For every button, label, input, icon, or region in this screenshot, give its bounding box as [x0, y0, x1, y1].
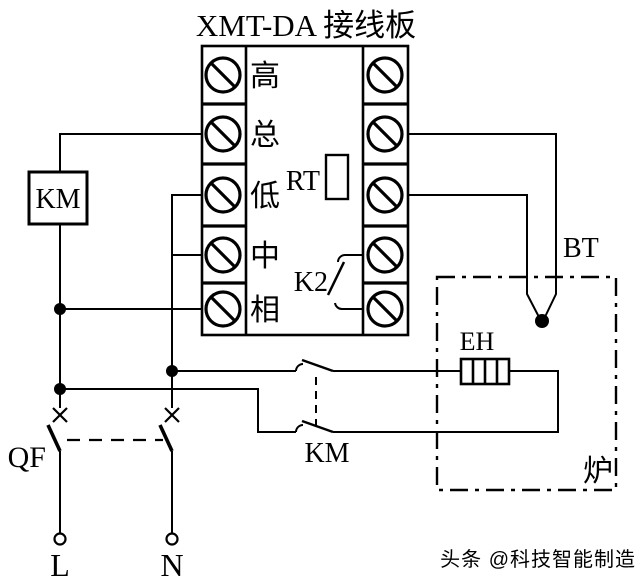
km-contacts-label: KM — [304, 438, 349, 469]
k2-upper-stub — [337, 254, 363, 263]
k2-label: K2 — [294, 267, 328, 298]
terminal-label-middle: 中 — [250, 240, 280, 273]
furnace-label: 炉 — [583, 455, 613, 488]
km-upper-contact-blade — [301, 358, 334, 373]
n-terminal-label: N — [160, 547, 183, 579]
km-coil-label: KM — [35, 184, 80, 215]
junction-dot — [54, 383, 66, 395]
l-terminal-label: L — [50, 547, 70, 579]
terminal-label-low: 低 — [250, 180, 280, 213]
qf-label: QF — [8, 441, 46, 474]
km-lower-contact-hook — [295, 424, 304, 433]
rt-resistor: RT — [286, 153, 350, 201]
bt-thermocouple: BT — [535, 233, 599, 328]
terminal-label-common: 总 — [250, 119, 280, 152]
terminal-screw-icon — [366, 176, 404, 214]
eh-heater: EH — [460, 327, 511, 386]
junction-dot — [166, 365, 178, 377]
rt-label: RT — [286, 166, 320, 197]
furnace: 炉 — [435, 275, 618, 492]
wire-km-coil-top — [59, 133, 202, 172]
terminal-label-high: 高 — [250, 60, 280, 93]
terminal-label-phase: 相 — [250, 294, 280, 327]
qf-contact-cross-icon — [52, 407, 180, 423]
qf-right-blade — [158, 424, 174, 452]
k2-blade — [326, 261, 346, 296]
terminal-separators — [202, 102, 408, 285]
terminal-screw-icon — [366, 115, 404, 153]
terminal-screw-icon — [204, 236, 242, 274]
wire-bt-lead-right — [408, 133, 557, 320]
bt-junction-dot — [535, 314, 549, 328]
terminal-screw-icon — [204, 290, 242, 328]
terminal-screw-icon — [366, 236, 404, 274]
km-upper-contact-hook — [295, 363, 304, 372]
eh-label: EH — [460, 327, 495, 356]
l-terminal-circle — [53, 532, 67, 546]
wire-eh-return — [333, 370, 559, 433]
terminal-screw-icon — [366, 56, 404, 94]
terminal-screw-icon — [366, 290, 404, 328]
n-terminal-circle — [165, 532, 179, 546]
wire-bt-lead-left — [408, 194, 541, 320]
wire-lower-km-contact-feed — [60, 388, 296, 433]
km-lower-contact-blade — [301, 419, 334, 434]
km-coil: KM — [27, 170, 89, 226]
wire-low-terminal-riser — [171, 194, 202, 408]
terminal-board: 高 总 低 中 相 — [200, 44, 410, 337]
qf-breaker: QF L N — [8, 407, 184, 579]
terminal-screw-icon — [204, 56, 242, 94]
km-contacts: KM — [295, 358, 350, 469]
k2-lower-stub — [334, 302, 363, 311]
bt-label: BT — [563, 233, 599, 264]
watermark-text: 头条 @科技智能制造 — [440, 548, 636, 571]
terminal-screw-icon — [204, 115, 242, 153]
junction-dot — [54, 303, 66, 315]
k2-contact: K2 — [294, 254, 363, 311]
terminal-labels: 高 总 低 中 相 — [250, 60, 280, 327]
furnace-boundary — [435, 275, 618, 492]
diagram-title: XMT-DA 接线板 — [196, 8, 416, 43]
terminal-screw-icon — [204, 176, 242, 214]
qf-left-blade — [46, 424, 62, 452]
